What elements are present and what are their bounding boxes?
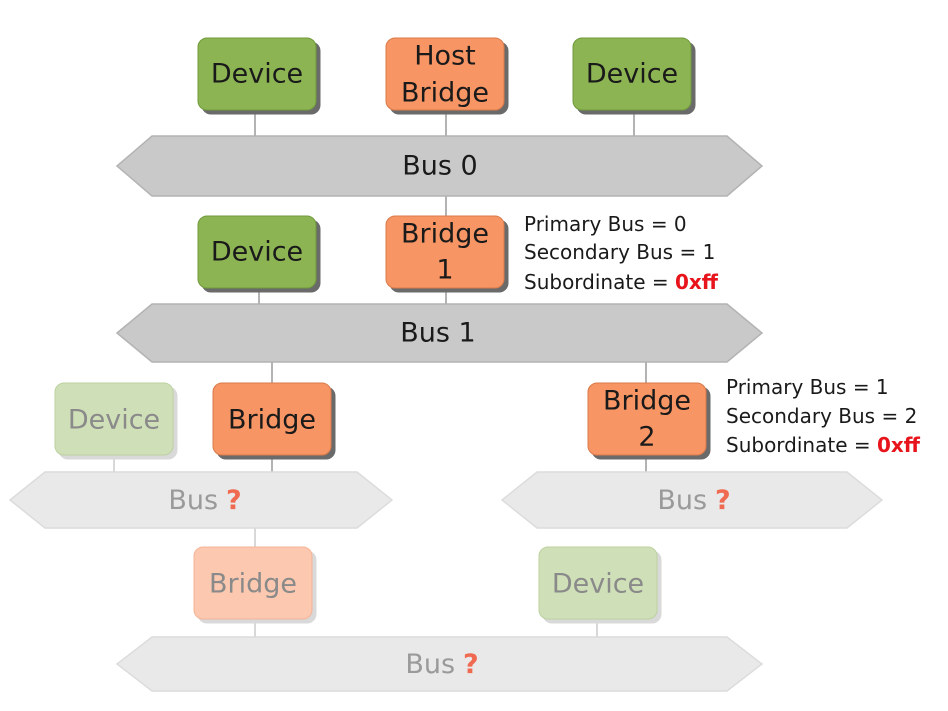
svg-text:Device: Device [552,569,644,600]
svg-text:Device: Device [211,237,303,268]
svg-text:1: 1 [436,255,453,286]
host-bridge: Host Bridge [385,37,505,111]
svg-text:2: 2 [638,422,655,453]
bridge-left: Bridge [212,382,332,456]
bus-0-label: Bus 0 [402,151,477,182]
bridge-2: Bridge 2 [587,382,707,456]
svg-text:Host: Host [414,41,475,72]
bridge-bottom-dimmed: Bridge [193,546,313,620]
bus-unknown-bottom-label: Bus? [405,649,478,680]
svg-text:Device: Device [211,59,303,90]
svg-text:Bridge: Bridge [401,219,489,250]
bus-unknown-right-label: Bus? [657,485,730,516]
bus-1: Bus 1 [115,303,764,363]
bridge-1: Bridge 1 [385,215,505,289]
device-top-right: Device [572,37,692,111]
bridge-1-registers: Primary Bus = 0 Secondary Bus = 1 Subord… [524,212,719,294]
bridge-2-secondary-bus: Secondary Bus = 2 [726,404,917,428]
svg-text:Device: Device [586,59,678,90]
device-bottom-right-dimmed: Device [538,546,658,620]
bus-unknown-left-label: Bus? [168,485,241,516]
bus-unknown-left: Bus? [8,471,394,529]
svg-text:Bridge: Bridge [603,386,691,417]
bridge-1-primary-bus: Primary Bus = 0 [524,212,687,236]
bus-1-label: Bus 1 [400,318,475,349]
device-mid-left: Device [197,215,317,289]
bus-unknown-right: Bus? [500,471,884,529]
svg-text:Bridge: Bridge [209,569,297,600]
svg-text:Bridge: Bridge [228,405,316,436]
device-top-left: Device [197,37,317,111]
bridge-2-primary-bus: Primary Bus = 1 [726,375,889,399]
bus-unknown-bottom: Bus? [115,636,764,692]
bridge-2-registers: Primary Bus = 1 Secondary Bus = 2 Subord… [726,375,921,457]
svg-text:Bridge: Bridge [401,78,489,109]
svg-text:Device: Device [68,405,160,436]
bus-0: Bus 0 [115,135,764,197]
device-lower-left-dimmed: Device [54,382,174,456]
bridge-2-subordinate-bus: Subordinate = 0xff [726,433,921,457]
bridge-1-secondary-bus: Secondary Bus = 1 [524,240,715,264]
bridge-1-subordinate-bus: Subordinate = 0xff [524,270,719,294]
